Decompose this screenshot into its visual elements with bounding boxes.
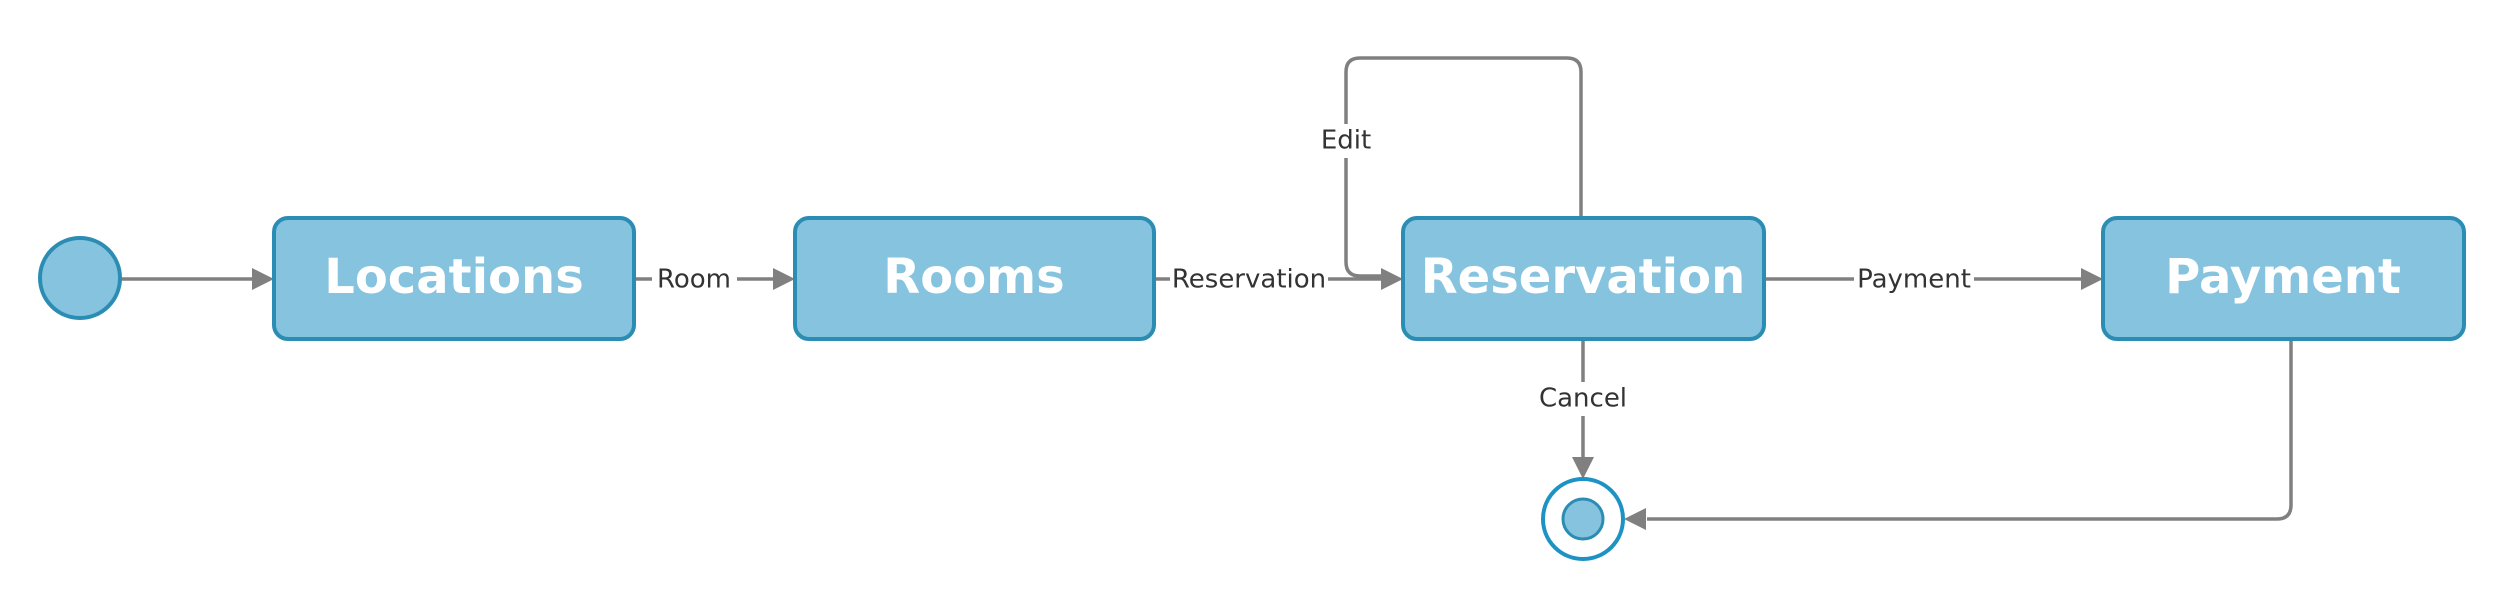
arrowhead-rooms-to-reservation <box>1381 268 1403 290</box>
arrowhead-initial-to-locations <box>252 268 274 290</box>
edge-label-bg-cancel <box>1535 382 1631 416</box>
edge-label-edit: Edit <box>1321 126 1371 156</box>
arrowhead-reservation-to-final <box>1572 457 1594 479</box>
edge-reservation-edit-loop <box>1344 56 1583 278</box>
state-payment: Payment <box>2101 216 2466 341</box>
final-state-node <box>1541 477 1625 561</box>
edge-label-bg-reservation <box>1170 262 1328 296</box>
arrowhead-locations-to-rooms <box>773 268 795 290</box>
final-state-dot <box>1561 497 1605 541</box>
state-payment-box <box>2101 216 2466 341</box>
state-locations-label: Locations <box>324 249 584 305</box>
state-rooms-label: Rooms <box>883 249 1065 305</box>
state-reservation-label: Reservation <box>1421 249 1746 305</box>
state-rooms-box <box>793 216 1156 341</box>
edge-label-payment: Payment <box>1857 265 1971 295</box>
edge-label-reservation: Reservation <box>1172 265 1326 295</box>
edge-payment-to-final <box>1647 341 2293 521</box>
state-rooms: Rooms <box>793 216 1156 341</box>
state-reservation: Reservation <box>1401 216 1766 341</box>
state-payment-label: Payment <box>2165 249 2401 305</box>
edge-label-bg-edit <box>1314 124 1378 158</box>
state-reservation-box <box>1401 216 1766 341</box>
arrowhead-reservation-to-payment <box>2081 268 2103 290</box>
arrowhead-payment-to-final <box>1624 508 1646 530</box>
edge-label-bg-room <box>652 262 737 296</box>
state-locations: Locations <box>272 216 636 341</box>
edge-label-room: Room <box>657 265 731 295</box>
edge-label-cancel: Cancel <box>1539 384 1627 414</box>
state-locations-box <box>272 216 636 341</box>
edge-labels: Room Reservation Edit Payment Cancel <box>652 124 1974 416</box>
initial-state-node <box>38 236 122 320</box>
edge-label-bg-payment <box>1854 262 1974 296</box>
